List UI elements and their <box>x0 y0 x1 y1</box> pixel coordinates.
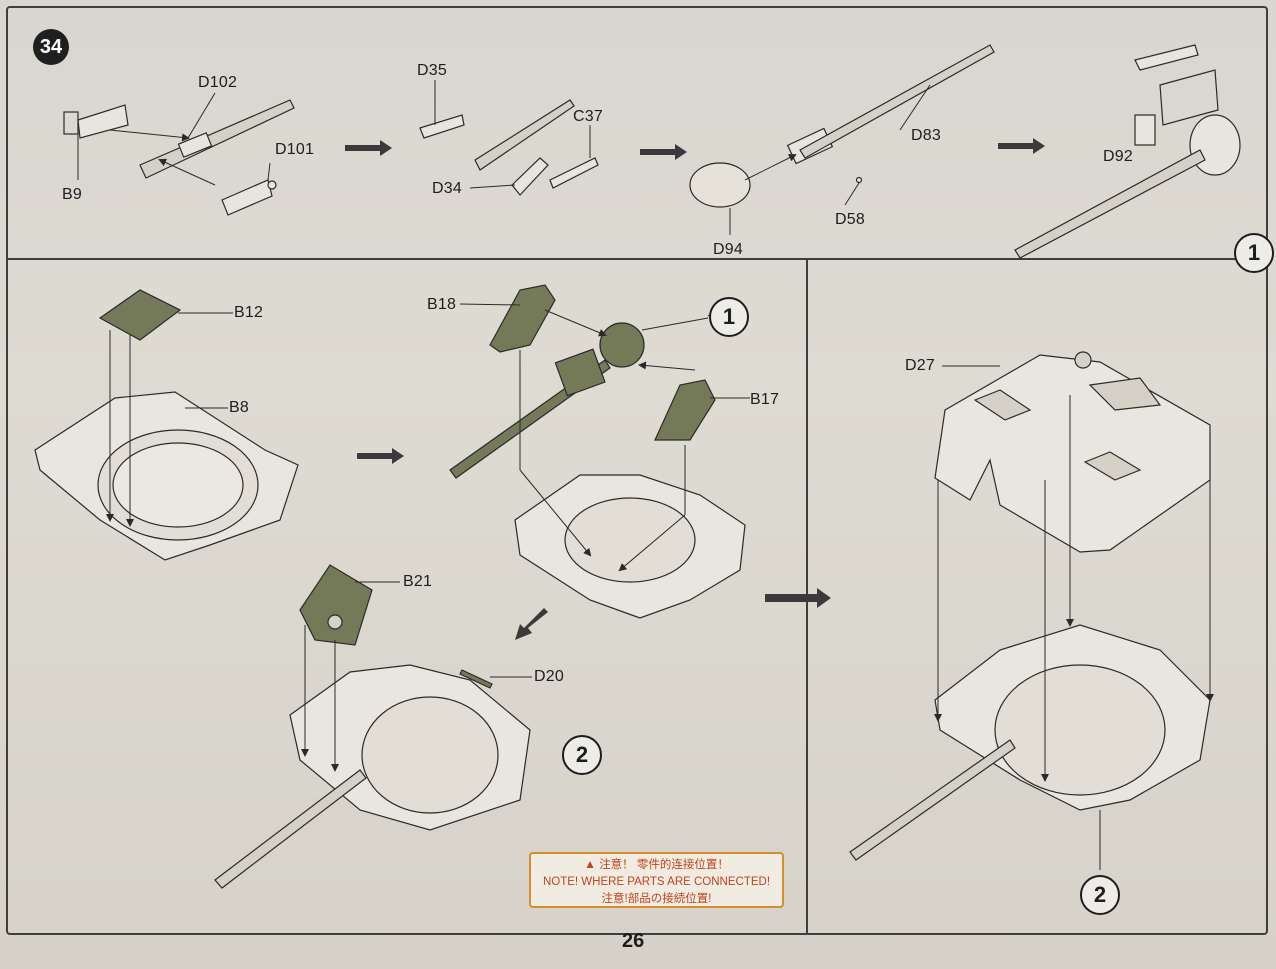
leader-lines-1 <box>77 92 271 186</box>
part-label-d34: D34 <box>432 180 462 197</box>
subassembly-marker-1-middle: 1 <box>709 297 749 337</box>
gun-assembly-complete <box>1014 44 1241 259</box>
notice-line-chinese: ▲ 注意！ 零件的连接位置！ <box>531 856 782 874</box>
turret-ring-final <box>214 664 531 889</box>
step-number-badge: 34 <box>33 29 69 65</box>
part-b17 <box>654 379 716 441</box>
notice-line-japanese: 注意!部品の接続位置! <box>601 893 712 905</box>
leader-lines-6 <box>301 581 532 772</box>
turret-ring-with-gun <box>514 474 746 619</box>
part-label-d92: D92 <box>1103 148 1133 165</box>
turret-ring-combined <box>849 624 1211 861</box>
page-number: 26 <box>622 930 645 952</box>
step-arrow-2 <box>640 144 687 160</box>
part-b21 <box>299 564 373 646</box>
part-label-d20: D20 <box>534 668 564 685</box>
leader-lines-7 <box>707 314 1214 870</box>
step-arrow-6 <box>765 588 831 608</box>
part-label-b18: B18 <box>427 296 457 313</box>
step-arrow-4 <box>357 448 404 464</box>
part-b18 <box>489 284 556 353</box>
turret-roof-d27 <box>934 351 1211 553</box>
part-label-d35: D35 <box>417 62 447 79</box>
part-label-c37: C37 <box>573 108 603 125</box>
part-label-b17: B17 <box>750 391 780 408</box>
part-label-b8: B8 <box>229 399 249 416</box>
part-label-d27: D27 <box>905 357 935 374</box>
leader-lines-3 <box>729 84 931 235</box>
page-frame <box>6 6 1268 935</box>
part-label-d101: D101 <box>275 141 315 158</box>
subassembly-marker-2-left: 2 <box>562 735 602 775</box>
part-label-d58: D58 <box>835 211 865 228</box>
part-label-b9: B9 <box>62 186 82 203</box>
notice-text-cn: 注意！ 零件的连接位置！ <box>599 859 729 871</box>
leader-lines-5 <box>459 303 750 572</box>
turret-ring-b8 <box>34 391 299 561</box>
part-label-d94: D94 <box>713 241 743 258</box>
step-arrow-1 <box>345 140 392 156</box>
warning-icon: ▲ <box>584 857 596 871</box>
part-label-b21: B21 <box>403 573 433 590</box>
leader-lines-4 <box>106 312 233 527</box>
part-label-b12: B12 <box>234 304 264 321</box>
subassembly-marker-1-top: 1 <box>1234 233 1274 273</box>
part-label-d102: D102 <box>198 74 238 91</box>
part-label-d83: D83 <box>911 127 941 144</box>
gun-mantlet-olive <box>449 322 645 479</box>
step-arrow-3 <box>998 138 1045 154</box>
connection-notice-box: ▲ 注意！ 零件的连接位置！ NOTE! WHERE PARTS ARE CON… <box>529 852 784 908</box>
step-arrow-5 <box>515 608 548 640</box>
gun-barrel-assembly <box>689 44 995 208</box>
subassembly-marker-2-right: 2 <box>1080 875 1120 915</box>
notice-line-english: NOTE! WHERE PARTS ARE CONNECTED! <box>542 876 771 888</box>
machine-gun-assembly-2 <box>419 99 599 196</box>
machine-gun-assembly-1 <box>63 99 295 216</box>
leader-lines-2 <box>434 80 591 189</box>
part-b12 <box>98 289 182 341</box>
part-d20 <box>459 669 493 689</box>
top-panel <box>6 6 1268 260</box>
